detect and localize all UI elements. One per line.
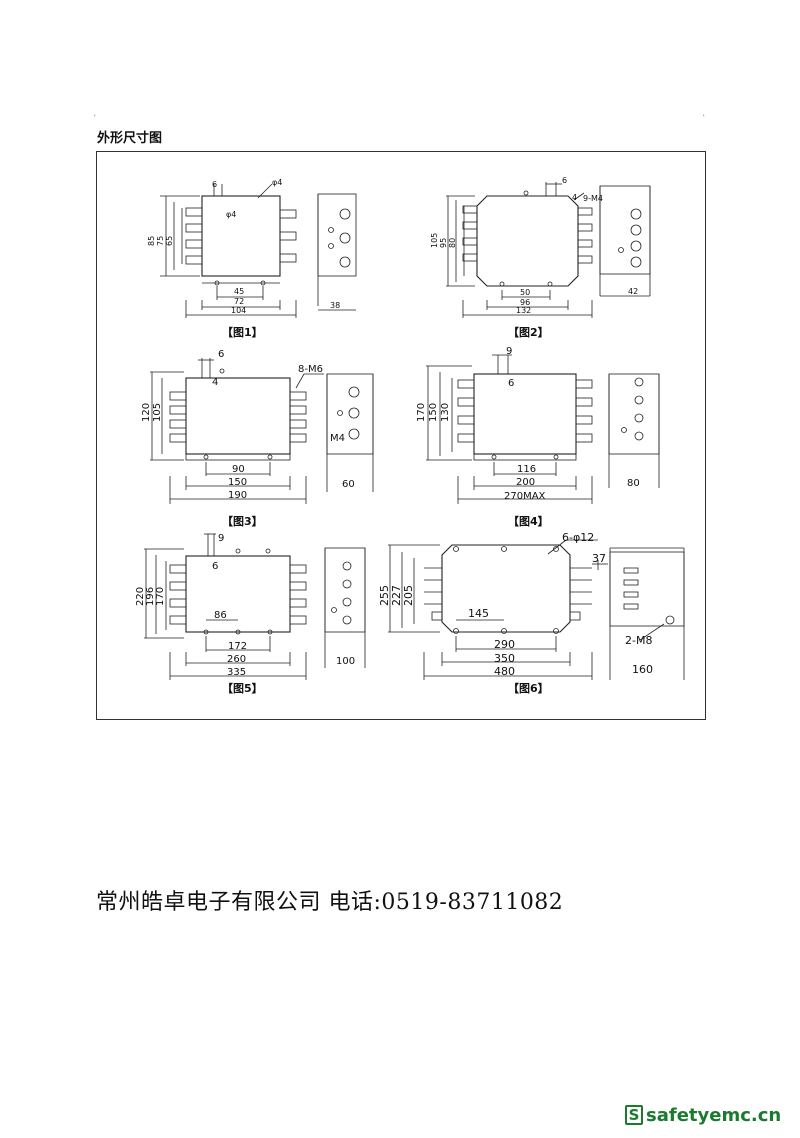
figure-3-drawing (150, 358, 374, 504)
figure-4-drawing (426, 354, 660, 504)
figure-1-labels: 6 φ4 φ4 85 75 65 45 72 104 38 (147, 178, 340, 315)
svg-text:172: 172 (228, 641, 247, 652)
svg-text:196: 196 (145, 587, 156, 606)
svg-text:80: 80 (627, 478, 640, 489)
svg-text:170: 170 (416, 403, 427, 422)
svg-text:M4: M4 (330, 433, 345, 444)
svg-text:6: 6 (508, 378, 514, 389)
svg-text:6: 6 (218, 349, 224, 360)
svg-text:130: 130 (440, 403, 451, 422)
svg-text:37: 37 (592, 552, 606, 565)
svg-text:65: 65 (165, 236, 174, 246)
svg-text:75: 75 (156, 236, 165, 246)
svg-text:170: 170 (155, 587, 166, 606)
corner-mark-right: ' (703, 114, 705, 121)
svg-text:2-M8: 2-M8 (625, 634, 652, 647)
svg-text:150: 150 (228, 477, 247, 488)
figure-6-labels: 6-φ12 37 2-M8 255 227 205 145 290 350 48… (378, 531, 653, 678)
svg-text:72: 72 (234, 297, 244, 306)
svg-text:227: 227 (390, 585, 403, 606)
brand-logo-icon: S (625, 1105, 643, 1125)
svg-text:270MAX: 270MAX (504, 491, 546, 502)
svg-text:160: 160 (632, 663, 653, 676)
drawing-frame (96, 151, 706, 720)
svg-text:φ4: φ4 (226, 210, 236, 219)
svg-text:4: 4 (212, 377, 218, 388)
svg-text:9-M4: 9-M4 (583, 194, 603, 203)
svg-text:150: 150 (428, 403, 439, 422)
figure-5-labels: 9 6 220 196 170 86 172 260 335 100 (135, 533, 355, 678)
svg-text:9: 9 (506, 346, 512, 357)
svg-text:42: 42 (628, 287, 638, 296)
figure-1-caption: 【图1】 (222, 326, 263, 339)
figure-6-caption: 【图6】 (508, 682, 549, 695)
figure-3-labels: 6 4 8-M6 M4 120 105 90 150 190 60 (141, 349, 355, 501)
figure-2-labels: 6 4 9-M4 105 95 80 50 96 132 42 (430, 176, 638, 315)
svg-text:104: 104 (231, 306, 246, 315)
figure-2-caption: 【图2】 (508, 326, 549, 339)
brand-text: safetyemc.cn (646, 1104, 782, 1126)
svg-text:φ4: φ4 (272, 178, 282, 187)
svg-text:45: 45 (234, 287, 244, 296)
svg-text:95: 95 (439, 238, 448, 248)
site-brand[interactable]: S safetyemc.cn (625, 1102, 781, 1128)
svg-text:105: 105 (152, 403, 163, 422)
svg-text:85: 85 (147, 236, 156, 246)
svg-text:290: 290 (494, 638, 515, 651)
svg-text:90: 90 (232, 464, 245, 475)
company-contact-line: 常州皓卓电子有限公司 电话:0519-83711082 (96, 890, 564, 915)
svg-text:4: 4 (572, 193, 577, 202)
svg-text:60: 60 (342, 479, 355, 490)
svg-text:200: 200 (516, 477, 535, 488)
svg-text:9: 9 (218, 533, 224, 544)
svg-text:220: 220 (135, 587, 146, 606)
svg-text:116: 116 (517, 464, 536, 475)
svg-text:190: 190 (228, 490, 247, 501)
svg-text:350: 350 (494, 652, 515, 665)
svg-text:120: 120 (141, 403, 152, 422)
figure-4-caption: 【图4】 (508, 515, 549, 528)
figure-3-caption: 【图3】 (222, 515, 263, 528)
svg-text:335: 335 (227, 667, 246, 678)
svg-text:6-φ12: 6-φ12 (562, 531, 594, 544)
svg-text:100: 100 (336, 656, 355, 667)
svg-text:38: 38 (330, 301, 340, 310)
svg-text:132: 132 (516, 306, 531, 315)
svg-text:6: 6 (562, 176, 567, 185)
figure-5-caption: 【图5】 (222, 682, 263, 695)
section-heading: 外形尺寸图 (97, 131, 163, 146)
svg-text:96: 96 (520, 298, 530, 307)
svg-text:80: 80 (448, 238, 457, 248)
svg-text:260: 260 (227, 654, 246, 665)
figure-captions: 【图1】 【图2】 【图3】 【图4】 【图5】 【图6】 (222, 326, 549, 695)
svg-text:105: 105 (430, 233, 439, 248)
svg-text:86: 86 (214, 610, 227, 621)
figure-5-drawing (144, 533, 366, 680)
figure-6-drawing (388, 539, 685, 680)
svg-text:480: 480 (494, 665, 515, 678)
svg-text:205: 205 (402, 585, 415, 606)
figure-2-drawing (446, 182, 651, 318)
svg-text:6: 6 (212, 561, 218, 572)
figure-1-drawing (160, 183, 357, 318)
svg-text:6: 6 (212, 180, 217, 189)
figure-4-labels: 9 6 170 150 130 116 200 270MAX 80 (416, 346, 640, 502)
svg-text:50: 50 (520, 288, 530, 297)
svg-text:255: 255 (378, 585, 391, 606)
svg-text:8-M6: 8-M6 (298, 364, 323, 375)
svg-text:145: 145 (468, 607, 489, 620)
corner-mark-left: ' (94, 114, 96, 121)
